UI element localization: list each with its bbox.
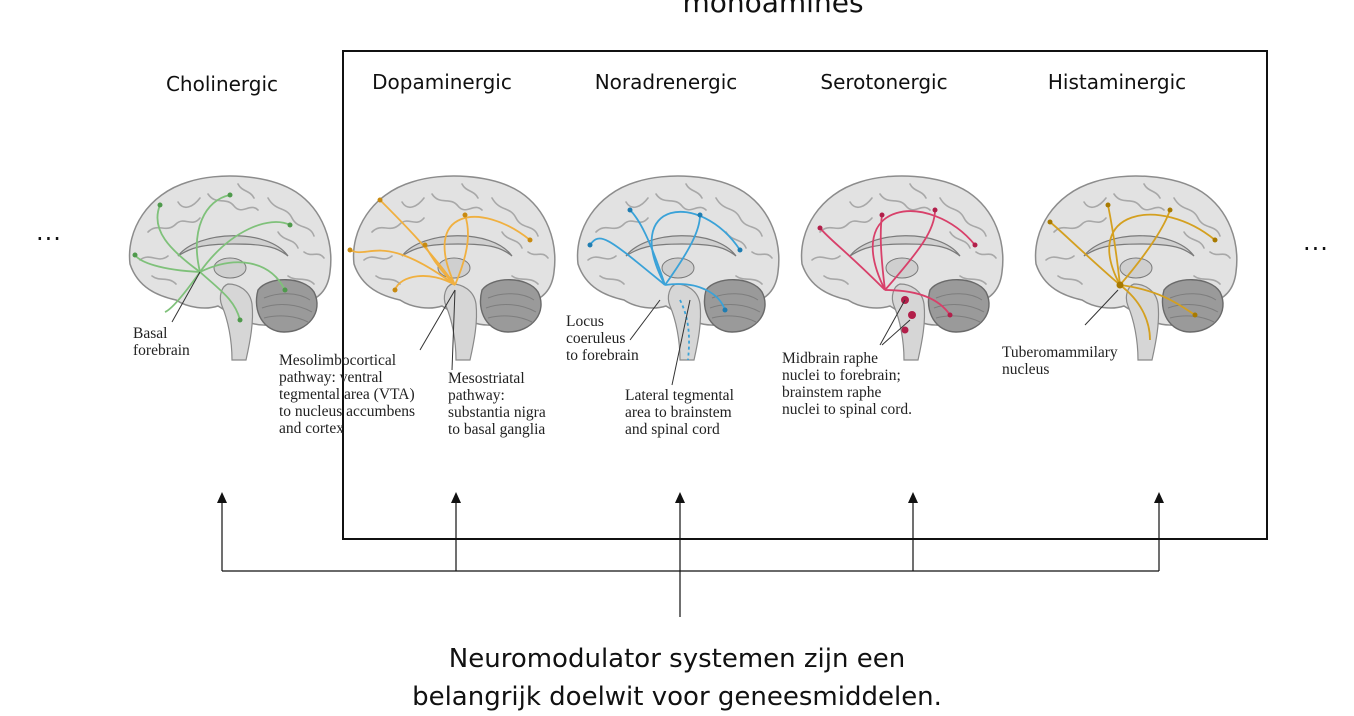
annotation-basal-forebrain: Basal forebrain bbox=[133, 325, 190, 359]
arrow-heads bbox=[217, 492, 1164, 503]
brain-noradrenergic bbox=[576, 175, 780, 386]
brain-dopaminergic bbox=[347, 175, 556, 371]
annotation-mesolimbocortical: Mesolimbocortical pathway: ventral tegme… bbox=[279, 352, 416, 437]
brain-histaminergic bbox=[1034, 175, 1238, 361]
brain-cholinergic bbox=[128, 175, 332, 361]
monoamines-group-box bbox=[342, 50, 1268, 540]
bottom-caption: Neuromodulator systemen zijn een belangr… bbox=[0, 640, 1354, 716]
annotation-locus-coeruleus: Locus coeruleus to forebrain bbox=[566, 313, 639, 364]
annotation-lateral-tegmental: Lateral tegmental area to brainstem and … bbox=[625, 387, 734, 438]
arrow-connectors bbox=[221, 502, 1160, 617]
caption-line-2: belangrijk doelwit voor geneesmiddelen. bbox=[412, 682, 942, 712]
monoamines-title: monoamines bbox=[682, 0, 864, 19]
annotation-raphe: Midbrain raphe nuclei to forebrain; brai… bbox=[782, 350, 912, 418]
brain-serotonergic bbox=[800, 175, 1004, 361]
label-histaminergic: Histaminergic bbox=[1047, 70, 1187, 94]
caption-line-1: Neuromodulator systemen zijn een bbox=[448, 644, 906, 674]
label-cholinergic: Cholinergic bbox=[165, 72, 279, 96]
ellipsis-left: ... bbox=[36, 218, 62, 246]
ellipsis-right: ... bbox=[1303, 228, 1329, 256]
label-serotonergic: Serotonergic bbox=[820, 70, 948, 94]
annotation-tuberomammilary: Tuberomammilary nucleus bbox=[1002, 344, 1118, 378]
annotation-mesostriatal: Mesostriatal pathway: substantia nigra t… bbox=[448, 370, 546, 438]
label-dopaminergic: Dopaminergic bbox=[372, 70, 512, 94]
label-noradrenergic: Noradrenergic bbox=[594, 70, 738, 94]
